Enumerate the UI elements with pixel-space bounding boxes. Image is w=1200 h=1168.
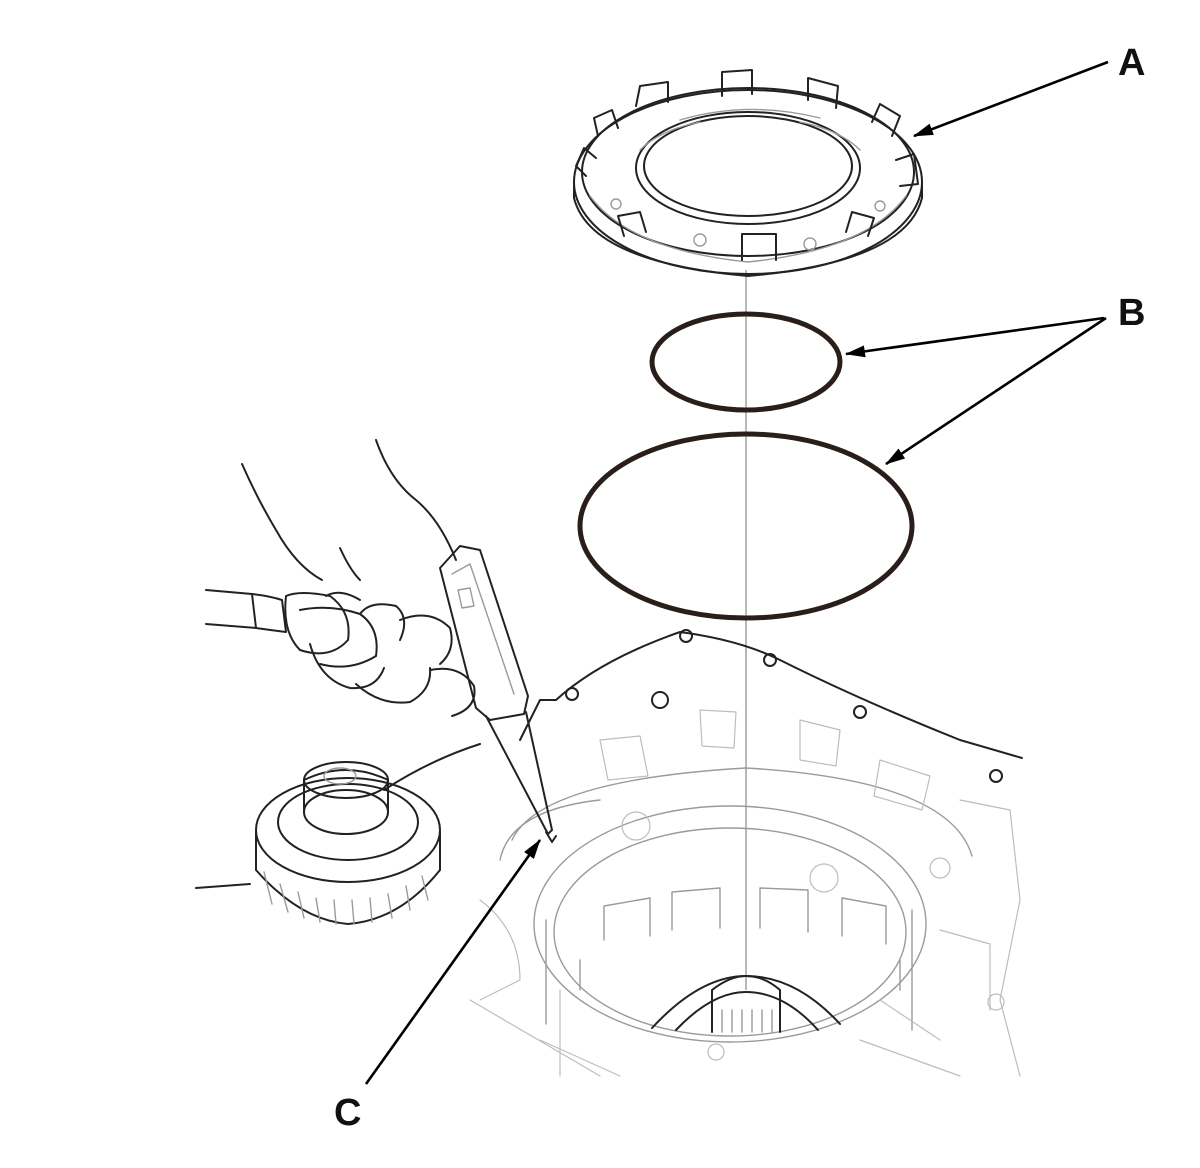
retainer-plate-a (573, 69, 923, 277)
callout-label-b: B (1118, 292, 1146, 334)
callout-label-a: A (1118, 42, 1146, 84)
leader-line-c (364, 839, 542, 1085)
o-ring-small-b (649, 311, 843, 413)
gear-assembly (255, 761, 441, 925)
leader-line-a (913, 60, 1109, 138)
callout-label-c: C (334, 1092, 362, 1134)
o-ring-large-b (577, 431, 915, 621)
hand-with-applicator (205, 439, 557, 843)
leader-line-b-large (885, 316, 1107, 466)
transmission-housing (195, 629, 1023, 1077)
leader-line-b-small (845, 316, 1105, 358)
